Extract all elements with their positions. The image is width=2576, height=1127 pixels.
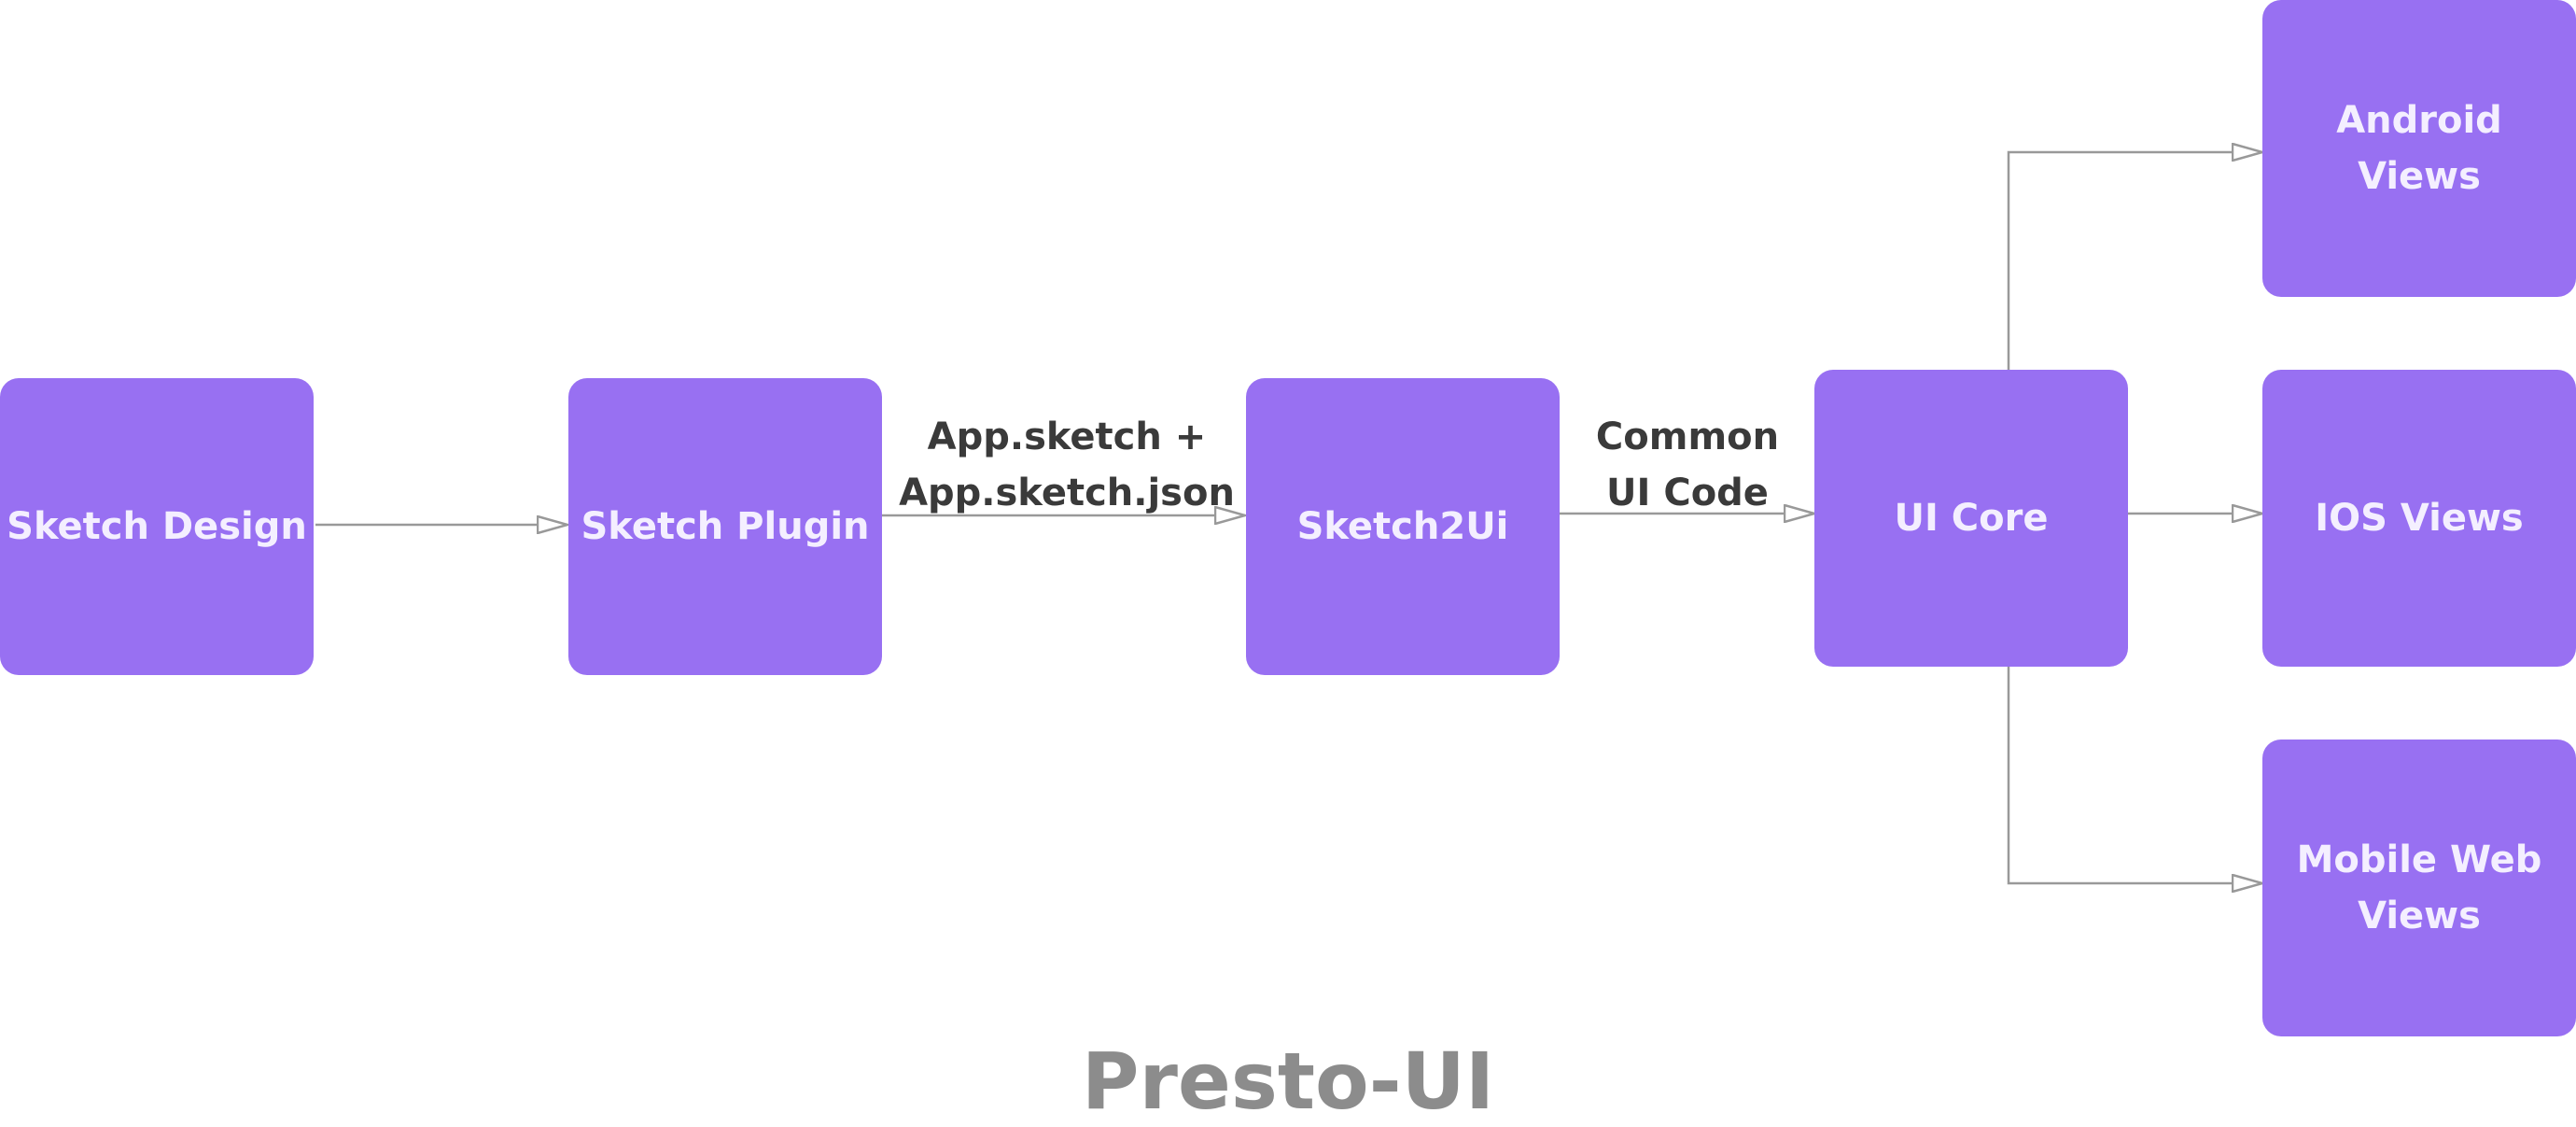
node-sketch2ui: Sketch2Ui	[1246, 378, 1560, 675]
node-ios-views: IOS Views	[2262, 370, 2576, 667]
node-ios-views-label: IOS Views	[2315, 497, 2524, 540]
edge-label-common-ui-code: Common UI Code	[1595, 416, 1780, 514]
diagram-title: Presto-UI	[1081, 1035, 1495, 1127]
edge-label-app-sketch: App.sketch + App.sketch.json	[899, 416, 1235, 514]
node-sketch-design: Sketch Design	[0, 378, 314, 675]
node-ui-core-label: UI Core	[1894, 497, 2049, 540]
edge-core-to-mobile-web	[2007, 667, 2262, 883]
edge-core-to-android	[2007, 152, 2262, 370]
node-mobile-web-views-label: Mobile Web Views	[2296, 838, 2542, 937]
node-sketch-plugin-label: Sketch Plugin	[581, 505, 870, 548]
node-sketch2ui-label: Sketch2Ui	[1296, 505, 1509, 548]
node-sketch-design-label: Sketch Design	[7, 505, 307, 548]
node-ui-core: UI Core	[1814, 370, 2128, 667]
node-mobile-web-views: Mobile Web Views	[2262, 740, 2576, 1036]
node-android-views: Android Views	[2262, 0, 2576, 297]
node-android-views-label: Android Views	[2336, 99, 2502, 198]
node-sketch-plugin: Sketch Plugin	[568, 378, 882, 675]
